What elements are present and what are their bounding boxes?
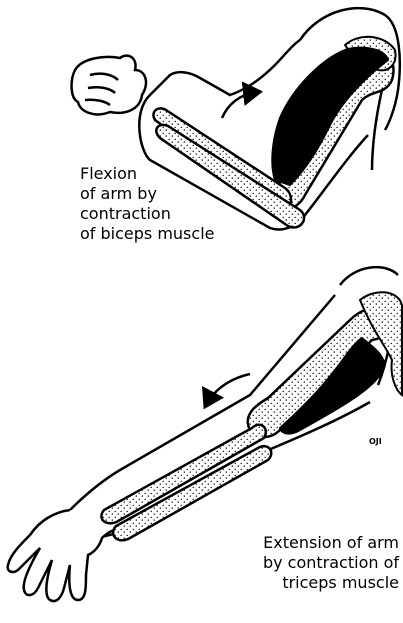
extension-caption-line-1: Extension of arm	[263, 533, 399, 552]
flexion-caption-line-4: of biceps muscle	[80, 224, 214, 243]
flexion-arrow	[222, 92, 258, 118]
fist-outline	[72, 56, 146, 115]
flexion-caption-line-1: Flexion	[80, 164, 137, 183]
extension-caption-line-3: triceps muscle	[282, 573, 399, 592]
biceps-muscle	[272, 48, 388, 185]
extension-arrow	[206, 374, 250, 405]
artist-initials: OJI	[369, 437, 382, 446]
flexion-caption: Flexion of arm by contraction of biceps …	[80, 164, 214, 244]
flexion-caption-line-3: contraction	[80, 204, 171, 223]
flexion-caption-line-2: of arm by	[80, 184, 157, 203]
extension-caption: Extension of arm by contraction of trice…	[263, 533, 399, 593]
extension-caption-line-2: by contraction of	[263, 553, 399, 572]
